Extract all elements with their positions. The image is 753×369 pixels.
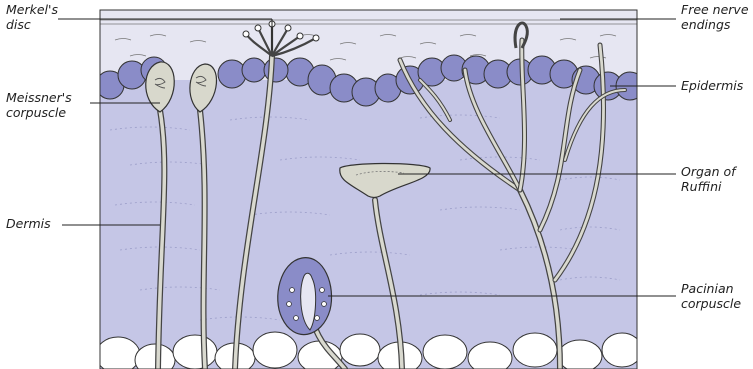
label-dermis: Dermis — [6, 216, 51, 231]
pacinian-corpuscle-shape — [278, 258, 332, 335]
label-epidermis: Epidermis — [681, 78, 744, 93]
